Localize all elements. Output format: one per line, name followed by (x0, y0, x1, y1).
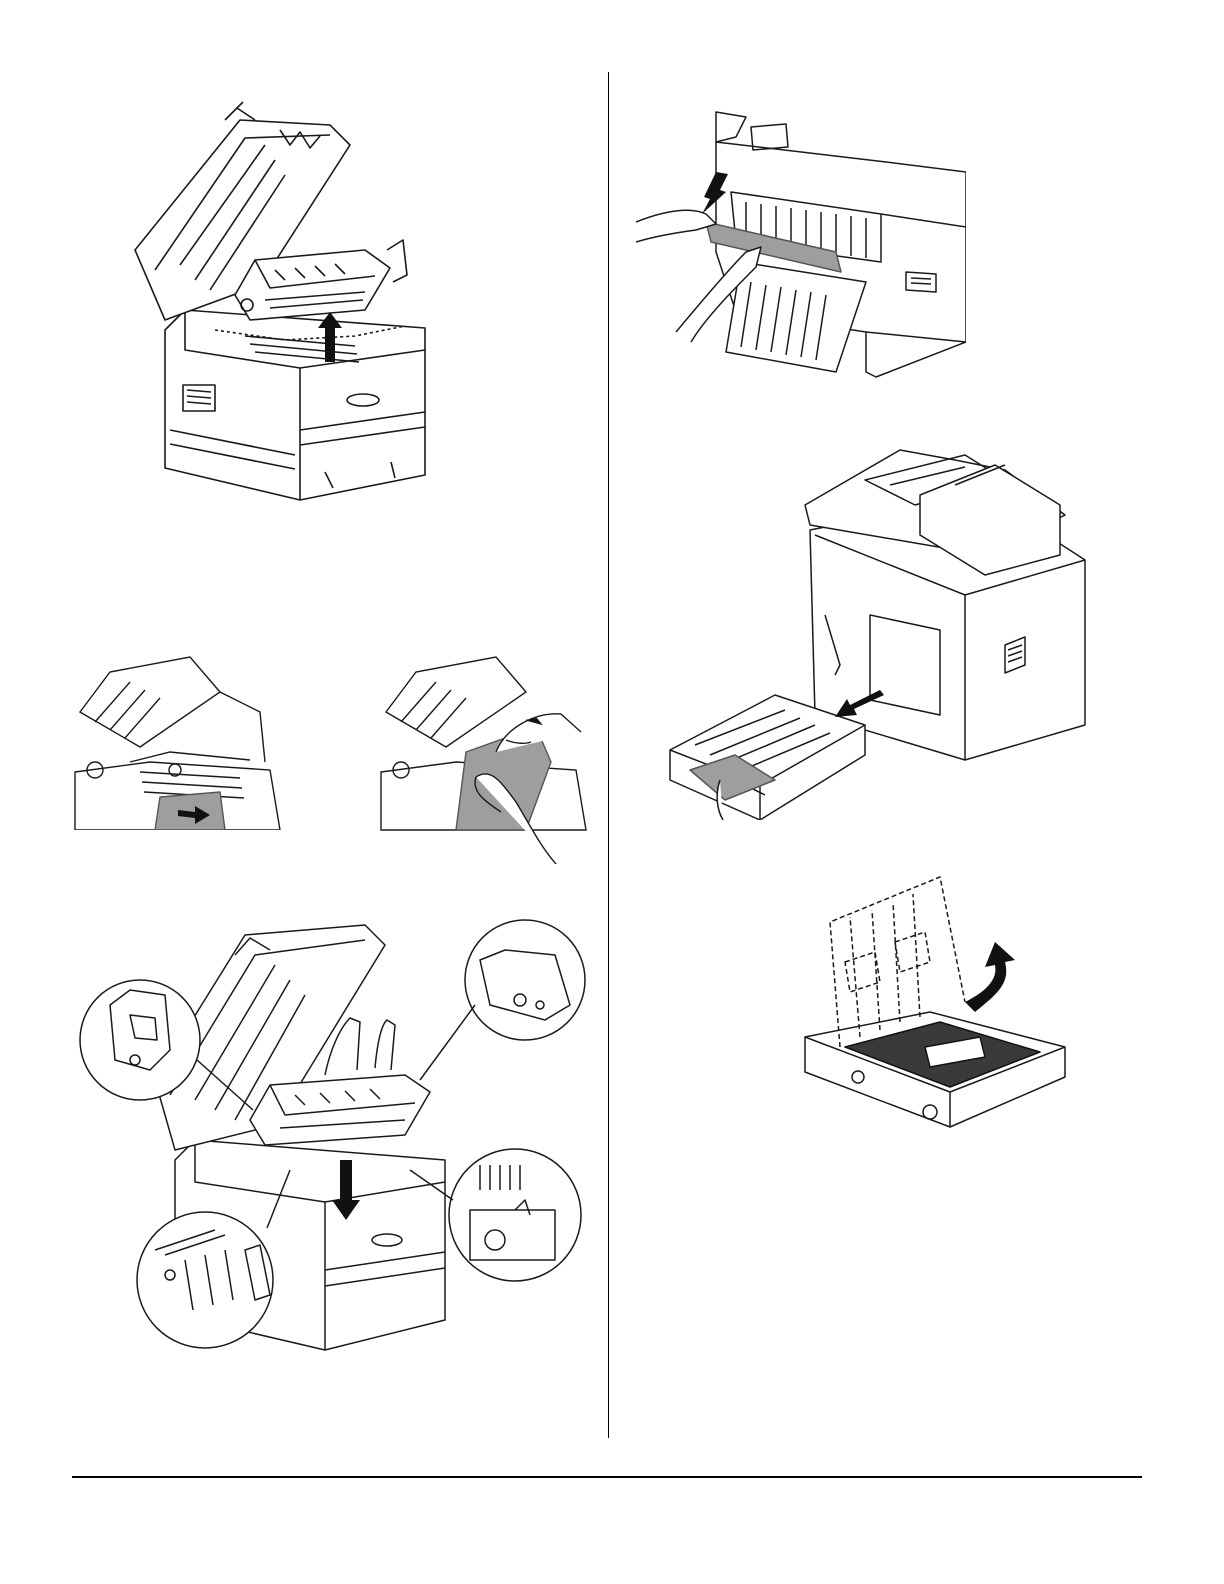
jam-front-left-illustration (70, 652, 285, 830)
column-divider (608, 72, 609, 1438)
reinstall-drum-illustration (75, 910, 590, 1365)
remove-image-drum-illustration (125, 100, 430, 515)
footer-rule (72, 1476, 1142, 1478)
duplex-cover-open-illustration (800, 872, 1070, 1134)
rear-exit-jam-illustration (636, 102, 966, 382)
jam-front-right-illustration (376, 652, 591, 864)
duplex-unit-remove-illustration (665, 425, 1095, 820)
